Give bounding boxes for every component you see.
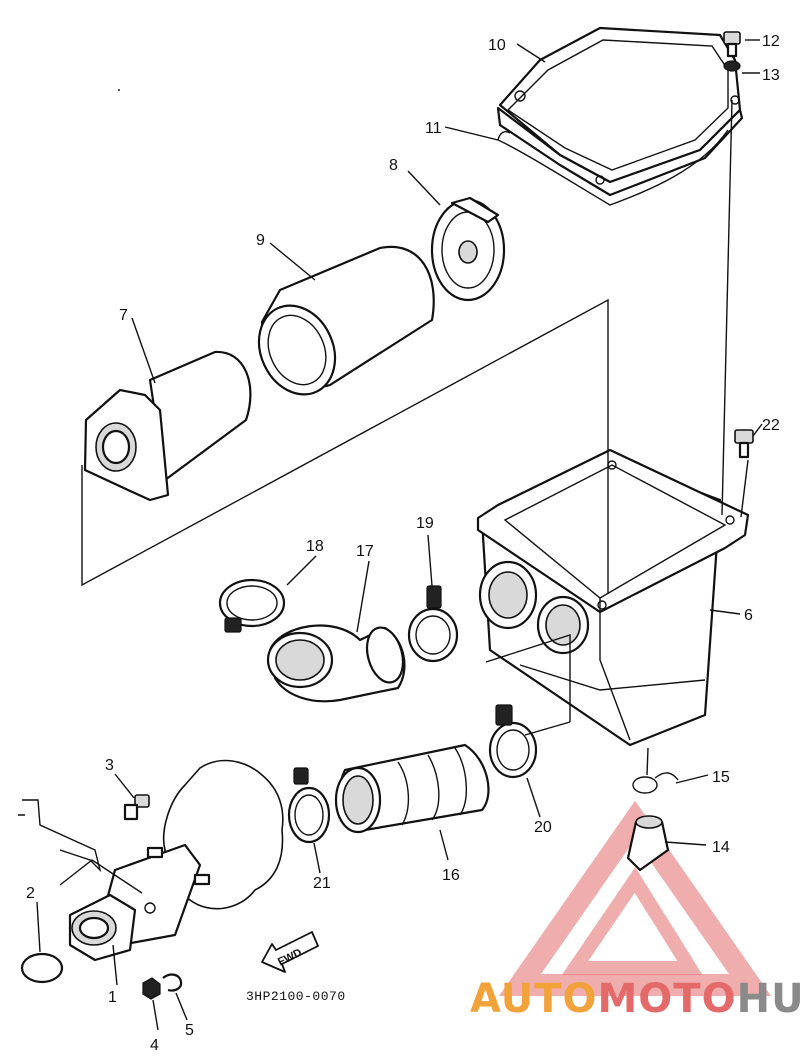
callout-11: 11 (425, 120, 442, 137)
watermark-text: AUTOMOTOHUB (470, 976, 800, 1022)
watermark-hub: HUB (737, 976, 800, 1022)
part-19-clamp (407, 585, 459, 663)
part-14-drain-plug (626, 815, 670, 872)
callout-8: 8 (389, 157, 398, 174)
part-21-clamp (287, 767, 331, 844)
part-6-air-box (476, 448, 750, 747)
part-18-clamp (218, 578, 286, 633)
callout-21: 21 (313, 875, 331, 892)
callout-4: 4 (150, 1037, 159, 1054)
callout-20: 20 (534, 819, 552, 836)
callout-18: 18 (306, 538, 324, 555)
part-13-washer (723, 60, 741, 72)
callout-19: 19 (416, 515, 434, 532)
part-1-carburetor-joint (68, 843, 202, 962)
part-2-o-ring (20, 952, 64, 984)
callout-22: 22 (762, 417, 780, 434)
callout-5: 5 (185, 1022, 194, 1039)
part-4-nut (142, 977, 161, 1000)
part-3-bolt (123, 794, 150, 821)
callout-12: 12 (762, 33, 780, 50)
studs (146, 846, 211, 886)
callout-3: 3 (105, 757, 114, 774)
callout-numbers: 1 2 3 4 5 6 7 8 9 10 11 12 13 14 15 16 1… (26, 33, 780, 1054)
leader-lines (36, 39, 763, 1031)
fwd-arrow-icon: FWD (261, 931, 319, 973)
watermark-auto: AUTO (470, 976, 598, 1022)
part-15-clip (632, 772, 679, 794)
callout-1: 1 (108, 989, 117, 1006)
callout-9: 9 (256, 232, 265, 249)
part-20-clamp (488, 704, 538, 779)
part-16-joint-hose (334, 743, 490, 834)
carburetor-outline (162, 759, 284, 910)
part-12-screw (723, 31, 741, 58)
callout-2: 2 (26, 885, 35, 902)
part-7-filter-guide (83, 350, 252, 502)
callout-13: 13 (762, 67, 780, 84)
part-11-seal (497, 129, 729, 206)
callout-16: 16 (442, 867, 460, 884)
part-22-bolt (734, 429, 754, 459)
callout-14: 14 (712, 839, 730, 856)
callout-17: 17 (356, 543, 374, 560)
callout-6: 6 (744, 607, 753, 624)
part-5-lock-washer (162, 973, 183, 992)
watermark-moto: MOTO (598, 976, 737, 1022)
callout-15: 15 (712, 769, 730, 786)
automotohub-watermark-logo (498, 800, 772, 996)
callout-7: 7 (119, 307, 128, 324)
part-10-cover (496, 26, 744, 197)
callout-10: 10 (488, 37, 506, 54)
drawing-code: 3HP2100-0070 (246, 989, 346, 1004)
throttle-cable-bracket (18, 799, 102, 873)
part-9-filter-element (257, 245, 435, 396)
part-8-end-cap (430, 196, 506, 302)
part-17-joint-elbow (266, 624, 406, 703)
